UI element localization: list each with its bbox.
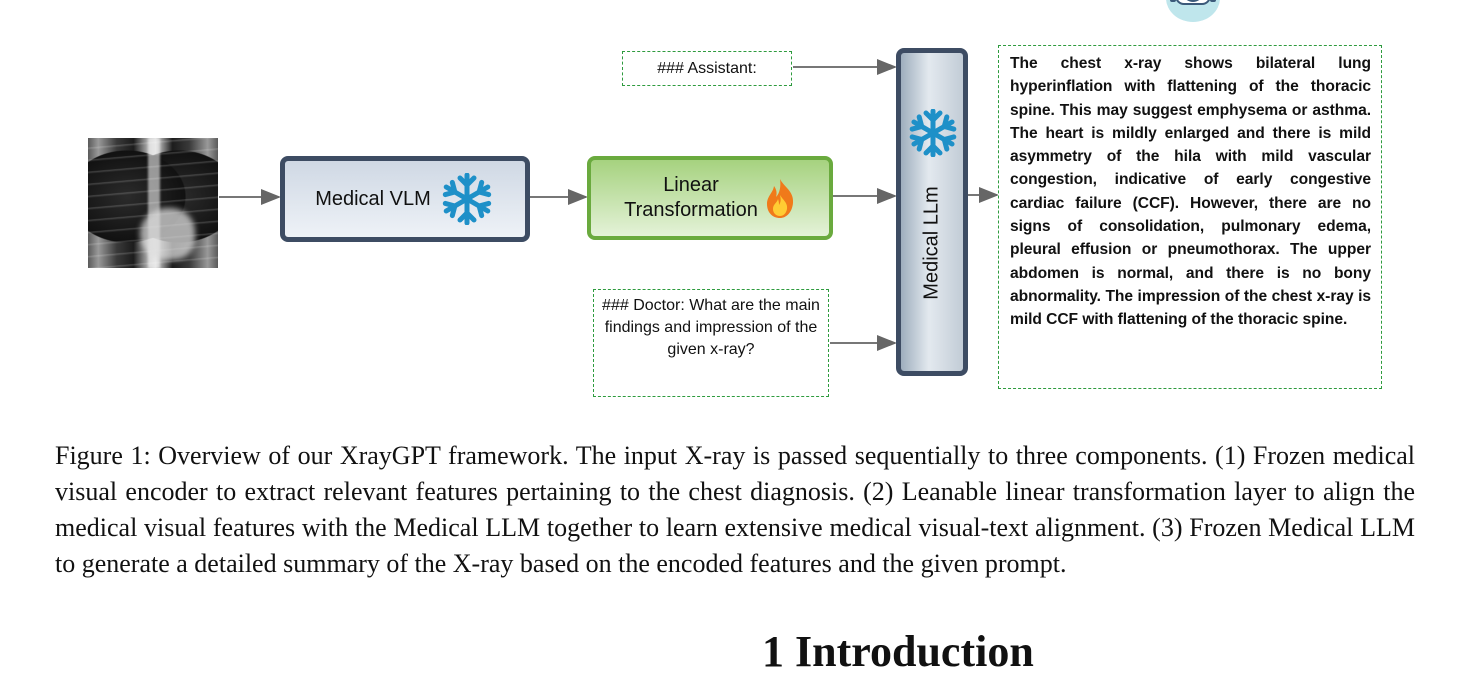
flow-arrows: [219, 59, 999, 351]
figure-caption: Figure 1: Overview of our XrayGPT framew…: [55, 441, 1415, 578]
medical-llm-block: Medical LLm: [896, 48, 968, 376]
generated-response-box: The chest x-ray shows bilateral lung hyp…: [998, 45, 1382, 389]
linear-transformation-label: Linear Transformation: [624, 174, 758, 221]
snowflake-icon: [909, 109, 957, 157]
linear-transformation-block: Linear Transformation: [587, 156, 833, 240]
doctor-prompt-box: ### Doctor: What are the main findings a…: [593, 289, 829, 397]
fire-icon: [766, 179, 793, 218]
medical-llm-label: Medical LLm: [920, 186, 943, 300]
medical-vlm-label: Medical VLM: [315, 187, 431, 210]
section-heading-introduction: 1 Introduction: [762, 627, 1034, 676]
chest-xray-image: [88, 138, 218, 268]
assistant-prompt-box: ### Assistant:: [622, 51, 792, 86]
robot-icon: [1166, 0, 1220, 22]
medical-vlm-block: Medical VLM: [280, 156, 530, 242]
doctor-prompt-text: ### Doctor: What are the main findings a…: [602, 297, 820, 358]
snowflake-icon: [442, 173, 491, 225]
generated-response-text: The chest x-ray shows bilateral lung hyp…: [1010, 55, 1371, 329]
assistant-prompt-text: ### Assistant:: [657, 59, 757, 77]
